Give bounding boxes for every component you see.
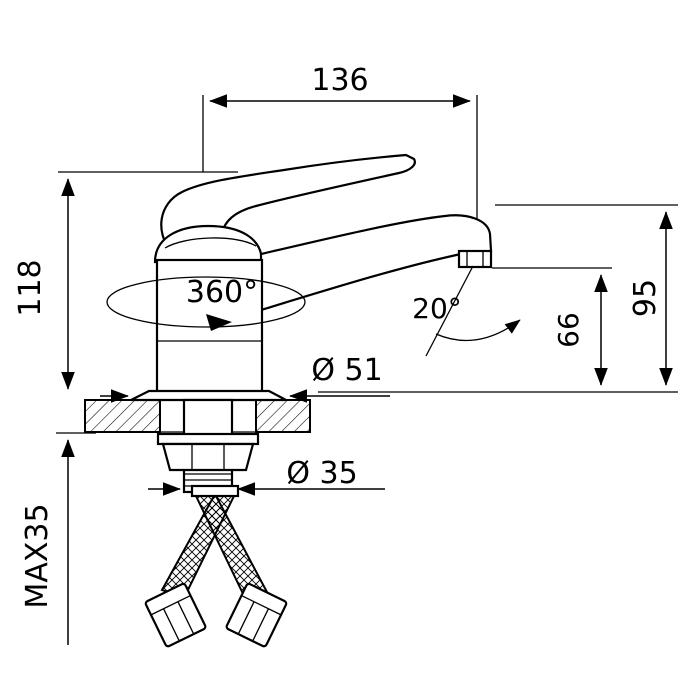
label-height-118: 118 bbox=[13, 259, 48, 316]
rotation-arrow-icon bbox=[206, 314, 232, 331]
dimension-labels: 136 118 360° 20° 95 66 Ø 51 Ø 35 MAX35 bbox=[13, 63, 663, 609]
dome-detail-line bbox=[164, 237, 257, 249]
hose-fitting bbox=[190, 484, 240, 498]
spout bbox=[259, 214, 493, 312]
base-flange bbox=[130, 389, 287, 402]
label-diameter-35: Ø 35 bbox=[286, 456, 357, 491]
label-diameter-51: Ø 51 bbox=[311, 353, 382, 388]
label-rotation-360: 360° bbox=[186, 275, 258, 310]
dimension-lines bbox=[61, 94, 673, 645]
hose-nut-right bbox=[225, 582, 288, 648]
washer bbox=[156, 432, 260, 446]
label-angle-20: 20° bbox=[412, 292, 462, 325]
label-height-66: 66 bbox=[552, 312, 585, 348]
handle-lever bbox=[160, 153, 416, 252]
faucet-body bbox=[155, 258, 264, 400]
rotation-ellipse bbox=[106, 276, 306, 328]
label-max-thickness: MAX35 bbox=[20, 503, 55, 608]
hose-nut-left bbox=[144, 582, 207, 648]
locknut bbox=[161, 442, 255, 472]
handle-base-dome bbox=[153, 224, 264, 264]
countertop bbox=[84, 399, 311, 433]
aerator bbox=[457, 249, 493, 269]
extension-lines bbox=[56, 95, 678, 434]
faucet-drawing bbox=[84, 153, 521, 648]
angle-arc bbox=[435, 319, 521, 342]
label-width-136: 136 bbox=[311, 63, 368, 98]
label-height-95: 95 bbox=[628, 279, 663, 317]
angle-leg bbox=[425, 265, 474, 357]
